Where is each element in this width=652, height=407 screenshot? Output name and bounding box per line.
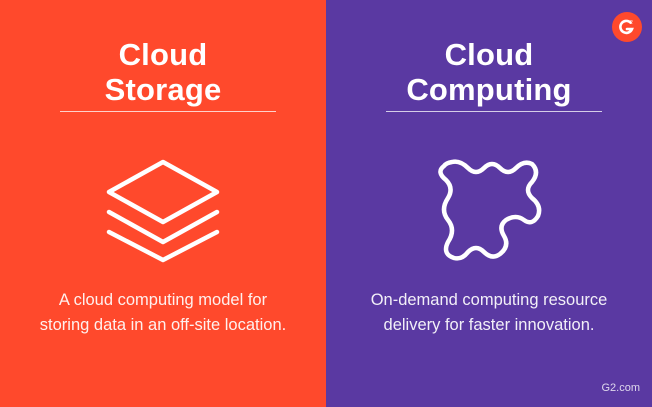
- cloud-storage-description: A cloud computing model for storing data…: [0, 288, 326, 338]
- puzzle-piece-icon: [438, 159, 542, 261]
- desc-line-2: storing data in an off-site location.: [39, 316, 287, 334]
- footer-source: G2.com: [601, 382, 640, 394]
- title-line-2: Computing: [406, 72, 572, 107]
- title-line-1: Cloud: [444, 37, 534, 72]
- layers-icon: [106, 159, 220, 263]
- cloud-computing-title: Cloud Computing: [326, 37, 652, 107]
- desc-line-1: On-demand computing resource: [370, 291, 608, 309]
- divider: [386, 111, 602, 112]
- title-line-1: Cloud: [118, 37, 208, 72]
- desc-line-1: A cloud computing model for: [58, 291, 268, 309]
- cloud-computing-panel: 2 Cloud Computing On-demand computing re…: [326, 0, 652, 407]
- cloud-storage-panel: Cloud Storage A cloud computing model fo…: [0, 0, 326, 407]
- cloud-computing-description: On-demand computing resource delivery fo…: [326, 288, 652, 338]
- divider: [60, 111, 276, 112]
- svg-text:2: 2: [630, 20, 633, 26]
- g2-logo-icon: 2: [612, 12, 642, 42]
- title-line-2: Storage: [104, 72, 222, 107]
- cloud-storage-title: Cloud Storage: [0, 37, 326, 107]
- desc-line-2: delivery for faster innovation.: [383, 316, 595, 334]
